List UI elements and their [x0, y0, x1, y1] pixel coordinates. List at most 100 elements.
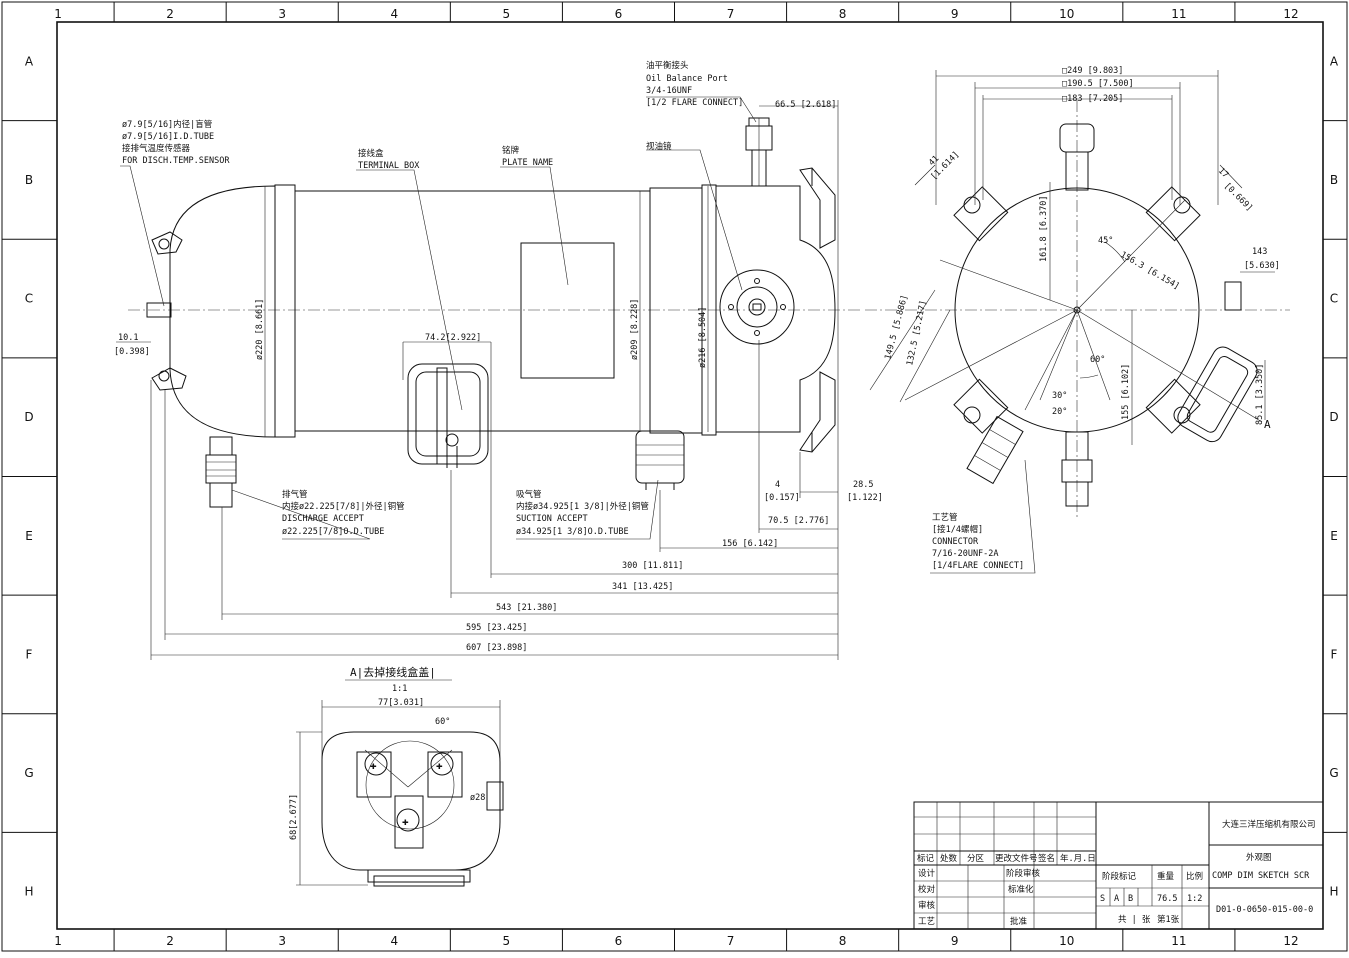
suction-line3: SUCTION ACCEPT — [516, 514, 588, 524]
dim-132-5: 132.5 [5.217] — [905, 299, 929, 366]
zone-row-label-right: G — [1329, 766, 1338, 780]
sheet-number: 第1张 — [1157, 914, 1180, 925]
sheet-count: 共 | 张 — [1118, 915, 1151, 925]
zone-col-label-top: 8 — [839, 7, 847, 21]
zone-col-label-top: 11 — [1171, 7, 1186, 21]
process-tube-line2: [接1/4螺帽] — [932, 524, 983, 535]
angle-30: 30° — [1052, 391, 1067, 401]
dim-70-5: 70.5 [2.776] — [768, 516, 829, 526]
discharge-line2: 内接ø22.225[7/8]|外径|铜管 — [282, 501, 405, 512]
std-label: 标准化 — [1008, 884, 1034, 895]
approve-label: 批准 — [1010, 916, 1028, 927]
stage-a: A — [1114, 894, 1119, 904]
detail-angle-60: 60° — [435, 717, 450, 727]
svg-text:✚: ✚ — [402, 815, 409, 828]
dim-17-in: [0.669] — [1222, 181, 1254, 213]
stage-s: S — [1100, 894, 1105, 904]
dim-sq-190-5: □190.5 [7.500] — [1062, 79, 1134, 89]
dim-156: 156 [6.142] — [722, 539, 778, 549]
zone-row-label-right: A — [1330, 54, 1339, 68]
side-view-labels: 油平衡接头 Oil Balance Port 3/4-16UNF [1/2 FL… — [114, 60, 883, 653]
rev-header-date: 年.月.日 — [1060, 853, 1096, 864]
disch-sensor-line2: ø7.9[5/16]I.D.TUBE — [122, 132, 214, 142]
stage-b: B — [1128, 894, 1133, 904]
dim-143-in: [5.630] — [1244, 261, 1280, 271]
zone-col-label-top: 4 — [390, 7, 398, 21]
dim-607: 607 [23.898] — [466, 643, 527, 653]
view-a-marker: A — [1264, 418, 1271, 431]
zone-row-label-left: D — [24, 410, 33, 424]
zone-col-label-bottom: 7 — [727, 934, 735, 948]
zone-col-label-top: 6 — [615, 7, 623, 21]
end-view-labels: □249 [9.803] □190.5 [7.500] □183 [7.205]… — [883, 66, 1280, 571]
detail-a-labels: A|去掉接线盒盖| 1:1 77[3.031] 68[2.677] 60° ø2… — [289, 665, 485, 840]
zone-col-label-bottom: 2 — [166, 934, 174, 948]
ratio-header: 比例 — [1186, 871, 1203, 882]
dim-dia-220: ø220 [8.661] — [255, 299, 265, 360]
zone-col-label-bottom: 9 — [951, 934, 959, 948]
zone-row-label-left: B — [25, 173, 33, 187]
zone-col-label-bottom: 5 — [503, 934, 511, 948]
zone-row-label-right: C — [1330, 292, 1338, 306]
dim-300: 300 [11.811] — [622, 561, 683, 571]
weight-value: 76.5 — [1157, 894, 1177, 904]
dim-28-5: 28.5 — [853, 480, 873, 490]
zone-row-label-left: H — [24, 885, 33, 899]
zone-col-label-bottom: 4 — [390, 934, 398, 948]
sight-glass-label: 视油镜 — [646, 141, 672, 152]
rev-header-file: 更改文件号 — [995, 853, 1038, 864]
title-block-labels: 大连三洋压缩机有限公司 外观图 COMP DIM SKETCH SCR D01-… — [917, 819, 1316, 927]
dim-sq-183: □183 [7.205] — [1062, 94, 1123, 104]
zone-row-label-right: B — [1330, 173, 1338, 187]
side-view — [116, 96, 862, 660]
rev-header-mark: 标记 — [917, 853, 935, 864]
angle-20: 20° — [1052, 407, 1067, 417]
detail-a-title: A|去掉接线盒盖| — [350, 665, 436, 679]
zone-col-label-top: 12 — [1283, 7, 1298, 21]
zone-row-label-right: D — [1329, 410, 1338, 424]
dim-74-2: 74.2[2.922] — [425, 333, 481, 343]
dim-dia-209: ø209 [8.228] — [630, 299, 640, 360]
zone-row-label-left: G — [24, 766, 33, 780]
terminal-box-label-cn: 接线盒 — [358, 148, 384, 159]
dim-10-1: 10.1 — [118, 333, 138, 343]
zone-col-label-bottom: 11 — [1171, 934, 1186, 948]
zone-col-label-top: 5 — [503, 7, 511, 21]
process-tube-line4: 7/16-20UNF-2A — [932, 549, 999, 559]
dim-156-3: 156.3 [6.154] — [1119, 250, 1182, 292]
dim-10-1-in: [0.398] — [114, 347, 150, 357]
rev-header-zone: 分区 — [967, 854, 985, 864]
zone-col-label-top: 1 — [54, 7, 62, 21]
discharge-line3: DISCHARGE ACCEPT — [282, 514, 364, 524]
angle-60: 60° — [1090, 355, 1105, 365]
process-tube-line1: 工艺管 — [932, 512, 958, 523]
dim-161-8: 161.8 [6.370] — [1039, 195, 1049, 262]
zone-row-label-right: E — [1330, 529, 1338, 543]
zone-col-label-bottom: 3 — [278, 934, 286, 948]
dim-341: 341 [13.425] — [612, 582, 673, 592]
dim-85-1: 85.1 [3.350] — [1255, 364, 1265, 425]
svg-text:✚: ✚ — [370, 759, 377, 772]
dim-543: 543 [21.380] — [496, 603, 557, 613]
dim-4: 4 — [775, 480, 780, 490]
oil-port-label-cn: 油平衡接头 — [646, 60, 689, 71]
detail-dia-28: ø28 — [470, 793, 485, 803]
plate-name-label-cn: 铭牌 — [502, 145, 520, 156]
detail-a: ✚ ✚ ✚ — [296, 679, 504, 887]
svg-text:✚: ✚ — [436, 759, 443, 772]
plate-name-label-en: PLATE NAME — [502, 158, 553, 168]
zone-row-label-right: F — [1331, 647, 1338, 661]
disch-sensor-line4: FOR DISCH.TEMP.SENSOR — [122, 156, 230, 166]
zone-col-label-bottom: 8 — [839, 934, 847, 948]
detail-a-scale: 1:1 — [392, 684, 407, 694]
rev-header-count: 处数 — [940, 853, 958, 864]
disch-sensor-line3: 接排气温度传感器 — [122, 143, 191, 154]
zone-col-label-top: 7 — [727, 7, 735, 21]
zone-col-label-bottom: 12 — [1283, 934, 1298, 948]
zone-col-label-bottom: 10 — [1059, 934, 1074, 948]
dim-155: 155 [6.102] — [1121, 364, 1131, 420]
